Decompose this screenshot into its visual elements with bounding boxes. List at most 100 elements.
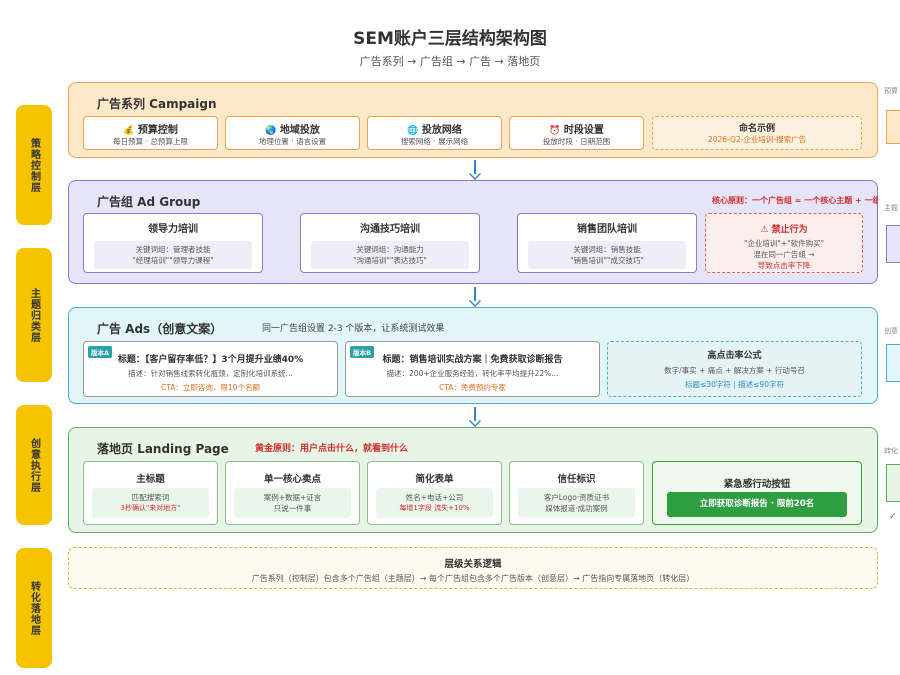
ad-title: 标题：【客户留存率低？】3个月提升业绩40% bbox=[117, 355, 304, 365]
side-tab-conversion: 转化落地层 bbox=[16, 548, 52, 668]
lp-line: 每增1字段 流失+10% bbox=[399, 504, 470, 512]
card-line: "经理培训""领导力课程" bbox=[132, 256, 214, 265]
lp-line: 3秒确认"来对地方" bbox=[120, 504, 181, 512]
campaign-card-region: 🌏 地域投放 地理位置 · 语言设置 bbox=[225, 116, 360, 150]
lp-card-title: 简化表单 bbox=[415, 474, 454, 485]
down-arrow-icon bbox=[468, 407, 482, 427]
ad-version-a: 版本A 标题：【客户留存率低？】3个月提升业绩40% 描述：针对销售线索转化瓶颈… bbox=[83, 341, 338, 397]
card-desc: 地理位置 · 语言设置 bbox=[258, 137, 327, 146]
campaign-naming-example: 命名示例 2026-Q2-企业培训-搜索广告 bbox=[652, 116, 862, 150]
formula-body: 数字/事实 + 痛点 + 解决方案 + 行动号召 bbox=[664, 366, 805, 375]
logic-box: 层级关系逻辑 广告系列（控制层）包含多个广告组（主题层）→ 每个广告组包含多个广… bbox=[68, 547, 878, 589]
card-line: 关键词组：销售技能 bbox=[573, 245, 641, 254]
logic-text: 广告系列（控制层）包含多个广告组（主题层）→ 每个广告组包含多个广告版本（创意层… bbox=[251, 574, 695, 583]
network-icon: 🌐 bbox=[407, 126, 419, 136]
forbidden-line: 混在同一广告组 → bbox=[753, 250, 815, 259]
lp-card-title: 单一核心卖点 bbox=[263, 474, 321, 485]
side-tab-label: 策略控制层 bbox=[28, 137, 40, 193]
ads-title: 广告 Ads（创意文案） bbox=[97, 322, 223, 336]
right-strip-label: 创意 bbox=[884, 327, 898, 335]
side-tab-strategy: 策略控制层 bbox=[16, 105, 52, 225]
lp-card-title: 信任标识 bbox=[557, 474, 596, 485]
down-arrow-icon bbox=[468, 287, 482, 307]
version-badge: 版本B bbox=[350, 346, 374, 358]
ad-title: 标题：销售培训实战方案｜免费获取诊断报告 bbox=[382, 355, 563, 365]
card-line: 关键词组：沟通能力 bbox=[356, 245, 424, 254]
card-title: 沟通技巧培训 bbox=[360, 224, 420, 235]
ad-version-b: 版本B 标题：销售培训实战方案｜免费获取诊断报告 描述：200+企业服务经验，转… bbox=[345, 341, 600, 397]
version-badge: 版本A bbox=[88, 346, 113, 358]
lp-line: 只说一件事 bbox=[273, 504, 312, 513]
page-subtitle: 广告系列 → 广告组 → 广告 → 落地页 bbox=[359, 55, 541, 68]
side-tab-creative: 创意执行层 bbox=[16, 405, 52, 525]
alarm-clock-icon: ⏰ bbox=[549, 126, 561, 136]
lp-card-cta: 紧急感行动按钮 立即获取诊断报告 · 限前20名 bbox=[652, 461, 862, 525]
adgroup-card-sales: 销售团队培训 关键词组：销售技能 "销售培训""成交技巧" bbox=[517, 213, 697, 273]
forbidden-line: "企业培训"+"软件购买" bbox=[743, 239, 825, 248]
check-icon: ✓ bbox=[889, 512, 897, 522]
adgroup-title: 广告组 Ad Group bbox=[97, 195, 201, 209]
lp-line: 匹配搜索词 bbox=[131, 493, 170, 502]
right-strip-box bbox=[886, 110, 900, 144]
campaign-card-schedule: ⏰ 时段设置 投放时段 · 日期范围 bbox=[509, 116, 644, 150]
ad-cta: CTA：立即咨询，限10个名额 bbox=[161, 383, 260, 392]
ad-desc: 描述：200+企业服务经验，转化率平均提升22%... bbox=[386, 369, 559, 378]
adgroup-principle: 核心原则：一个广告组 = 一个核心主题 + 一组高 bbox=[712, 196, 878, 205]
card-line: "沟通培训""表达技巧" bbox=[353, 256, 427, 265]
card-title: 投放网络 bbox=[421, 125, 462, 136]
formula-title: 高点击率公式 bbox=[707, 351, 762, 361]
money-bag-icon: 💰 bbox=[123, 126, 135, 136]
card-title: 预算控制 bbox=[137, 125, 178, 136]
card-line: "销售培训""成交技巧" bbox=[570, 256, 644, 265]
lp-line: 媒体报道·成功案例 bbox=[545, 504, 608, 513]
ad-cta: CTA：免费预约专家 bbox=[439, 383, 506, 392]
forbidden-title: 禁止行为 bbox=[771, 225, 808, 235]
globe-icon: 🌏 bbox=[265, 126, 277, 136]
down-arrow-icon bbox=[468, 160, 482, 180]
side-tab-theme: 主题归类层 bbox=[16, 248, 52, 382]
landing-golden-rule: 黄金原则：用户点击什么，就看到什么 bbox=[255, 444, 409, 454]
side-tab-label: 创意执行层 bbox=[28, 437, 40, 493]
lp-card-form: 简化表单 姓名+电话+公司每增1字段 流失+10% bbox=[367, 461, 502, 525]
lp-card-headline: 主标题 匹配搜索词 3秒确认"来对地方" bbox=[83, 461, 218, 525]
naming-example: 2026-Q2-企业培训-搜索广告 bbox=[707, 135, 807, 144]
right-strip-label: 转化 bbox=[884, 447, 898, 455]
right-strip-label: 预算 bbox=[884, 87, 898, 95]
card-title: 地域投放 bbox=[279, 125, 320, 136]
adgroup-card-communication: 沟通技巧培训 关键词组：沟通能力 "沟通培训""表达技巧" bbox=[300, 213, 480, 273]
forbidden-line: 导致点击率下降 bbox=[757, 261, 811, 270]
cta-button[interactable]: 立即获取诊断报告 · 限前20名 bbox=[667, 492, 847, 517]
ctr-formula: 高点击率公式 数字/事实 + 痛点 + 解决方案 + 行动号召 标题≤30字符 … bbox=[607, 341, 862, 397]
card-title: 时段设置 bbox=[563, 125, 604, 136]
card-line: 关键词组：管理者技能 bbox=[135, 245, 211, 254]
right-strip-label: 主题 bbox=[884, 204, 898, 212]
lp-card-title: 主标题 bbox=[136, 474, 165, 485]
naming-title: 命名示例 bbox=[738, 124, 775, 134]
card-title: 销售团队培训 bbox=[577, 224, 637, 235]
lp-card-trust: 信任标识 客户Logo·资质证书媒体报道·成功案例 bbox=[509, 461, 644, 525]
right-strip-box bbox=[886, 225, 900, 263]
ad-desc: 描述：针对销售线索转化瓶颈，定制化培训系统... bbox=[128, 369, 293, 378]
adgroup-forbidden: ⚠ 禁止行为 "企业培训"+"软件购买" 混在同一广告组 → 导致点击率下降 bbox=[705, 213, 863, 273]
card-title: 领导力培训 bbox=[148, 224, 198, 235]
card-desc: 投放时段 · 日期范围 bbox=[542, 137, 611, 146]
adgroup-card-leadership: 领导力培训 关键词组：管理者技能 "经理培训""领导力课程" bbox=[83, 213, 263, 273]
warning-icon: ⚠ bbox=[760, 225, 769, 235]
card-desc: 搜索网络 · 展示网络 bbox=[400, 137, 469, 146]
formula-limits: 标题≤30字符 | 描述≤90字符 bbox=[685, 380, 784, 389]
lp-line: 案例+数据+证言 bbox=[263, 493, 322, 502]
page-title: SEM账户三层结构架构图 bbox=[353, 29, 547, 49]
campaign-card-budget: 💰 预算控制 每日预算 · 总预算上限 bbox=[83, 116, 218, 150]
right-strip-box bbox=[886, 344, 900, 382]
landing-title: 落地页 Landing Page bbox=[97, 442, 229, 456]
lp-cta-title: 紧急感行动按钮 bbox=[723, 479, 791, 490]
lp-line: 客户Logo·资质证书 bbox=[543, 493, 610, 502]
lp-line: 姓名+电话+公司 bbox=[405, 493, 464, 502]
side-tab-label: 主题归类层 bbox=[28, 287, 40, 343]
campaign-title: 广告系列 Campaign bbox=[97, 97, 217, 111]
lp-card-selling-point: 单一核心卖点 案例+数据+证言只说一件事 bbox=[225, 461, 360, 525]
right-strip-box bbox=[886, 464, 900, 502]
side-tab-label: 转化落地层 bbox=[28, 580, 40, 636]
campaign-card-network: 🌐 投放网络 搜索网络 · 展示网络 bbox=[367, 116, 502, 150]
card-desc: 每日预算 · 总预算上限 bbox=[113, 137, 188, 146]
